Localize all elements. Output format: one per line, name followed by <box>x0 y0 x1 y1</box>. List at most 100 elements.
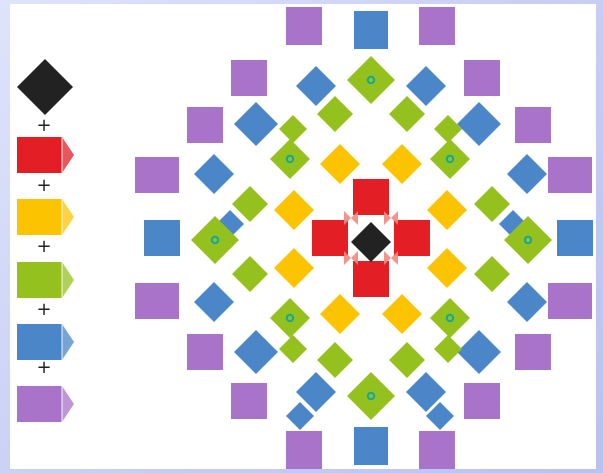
green-tile-shape <box>317 96 353 132</box>
green-tile-shape <box>434 115 462 143</box>
legend-plus-sign: + <box>36 357 51 378</box>
red-tile-shape <box>312 220 348 256</box>
legend-plus-sign: + <box>36 175 51 196</box>
blue-tile <box>194 282 234 322</box>
green-tile-shape <box>232 256 268 292</box>
purple-tile-shape <box>231 383 267 419</box>
green-tile-shape <box>389 342 425 378</box>
blue-tile-shape <box>296 66 336 106</box>
green-tile <box>279 335 307 363</box>
blue-tile-shape <box>194 154 234 194</box>
legend-plus-sign: + <box>36 115 51 136</box>
green-tile <box>389 342 425 378</box>
purple-tile <box>286 7 322 45</box>
green-tile <box>474 256 510 292</box>
green-tile <box>474 186 510 222</box>
purple-tile-shape <box>464 383 500 419</box>
purple-tile <box>464 60 500 96</box>
yellow-tile <box>320 144 360 184</box>
legend-green-tile <box>17 262 74 298</box>
blue-tile <box>296 66 336 106</box>
color-legend: +++++ <box>17 59 74 422</box>
purple-tile <box>187 334 223 370</box>
mosaic-figure <box>135 7 593 469</box>
green-tile-shape <box>279 335 307 363</box>
blue-tile-shape <box>194 282 234 322</box>
yellow-tile-shape <box>274 248 314 288</box>
purple-tile-shape <box>515 107 551 143</box>
blue-tile <box>507 154 547 194</box>
purple-tile <box>135 157 179 193</box>
red-tile-shape <box>394 220 430 256</box>
red-tile <box>394 220 430 256</box>
blue-tile <box>234 330 278 374</box>
blue-tile-shape <box>406 66 446 106</box>
purple-tile <box>548 283 592 319</box>
yellow-tile <box>382 144 422 184</box>
purple-tile-shape <box>419 431 455 469</box>
legend-plus-sign: + <box>36 299 51 320</box>
green-tile <box>270 139 310 179</box>
green-tile <box>317 342 353 378</box>
green-tile <box>347 372 395 420</box>
blue-tile <box>406 66 446 106</box>
yellow-tile <box>427 248 467 288</box>
blue-tile-shape <box>354 11 388 49</box>
purple-tile <box>419 431 455 469</box>
purple-tile-shape <box>464 60 500 96</box>
tile-pattern-illustration: +++++ <box>10 4 596 469</box>
green-tile-shape <box>430 139 470 179</box>
joint-accent <box>344 211 358 225</box>
red-tile-shape <box>353 179 389 215</box>
purple-tile-shape <box>419 7 455 45</box>
blue-tile <box>234 102 278 146</box>
legend-blue-tile <box>17 324 74 360</box>
purple-tile <box>515 334 551 370</box>
green-tile <box>347 56 395 104</box>
purple-tile-shape <box>187 334 223 370</box>
yellow-tile-shape <box>382 144 422 184</box>
blue-tile <box>354 427 388 465</box>
purple-tile <box>231 383 267 419</box>
yellow-tile-shape <box>427 248 467 288</box>
purple-tile-shape <box>515 334 551 370</box>
yellow-tile-shape <box>427 190 467 230</box>
green-tile-shape <box>430 298 470 338</box>
blue-tile-shape <box>457 102 501 146</box>
legend-yellow-tile <box>17 199 74 235</box>
purple-tile <box>135 283 179 319</box>
blue-tile <box>194 154 234 194</box>
green-tile <box>317 96 353 132</box>
red-tile <box>353 261 389 297</box>
green-tile-shape <box>279 115 307 143</box>
green-tile-shape <box>317 342 353 378</box>
legend-red-tile <box>17 137 74 173</box>
purple-tile <box>286 431 322 469</box>
green-tile <box>434 335 462 363</box>
blue-tile-shape <box>234 102 278 146</box>
green-tile <box>232 256 268 292</box>
green-tile-shape <box>474 256 510 292</box>
joint-accent <box>384 211 398 225</box>
purple-tile-shape <box>548 157 592 193</box>
purple-tile-shape <box>135 157 179 193</box>
purple-tile-shape <box>286 431 322 469</box>
purple-tile <box>419 7 455 45</box>
blue-tile-shape <box>354 427 388 465</box>
green-tile <box>430 139 470 179</box>
blue-tile-shape <box>234 330 278 374</box>
yellow-tile-shape <box>320 144 360 184</box>
yellow-tile <box>274 190 314 230</box>
blue-tile-shape <box>144 220 180 256</box>
purple-tile <box>515 107 551 143</box>
purple-tile-shape <box>187 107 223 143</box>
blue-tile <box>144 220 180 256</box>
blue-tile-shape <box>507 282 547 322</box>
red-tile-shape <box>353 261 389 297</box>
green-tile-shape <box>434 335 462 363</box>
green-tile <box>279 115 307 143</box>
red-tile <box>312 220 348 256</box>
green-tile <box>434 115 462 143</box>
yellow-tile <box>274 248 314 288</box>
blue-tile <box>354 11 388 49</box>
